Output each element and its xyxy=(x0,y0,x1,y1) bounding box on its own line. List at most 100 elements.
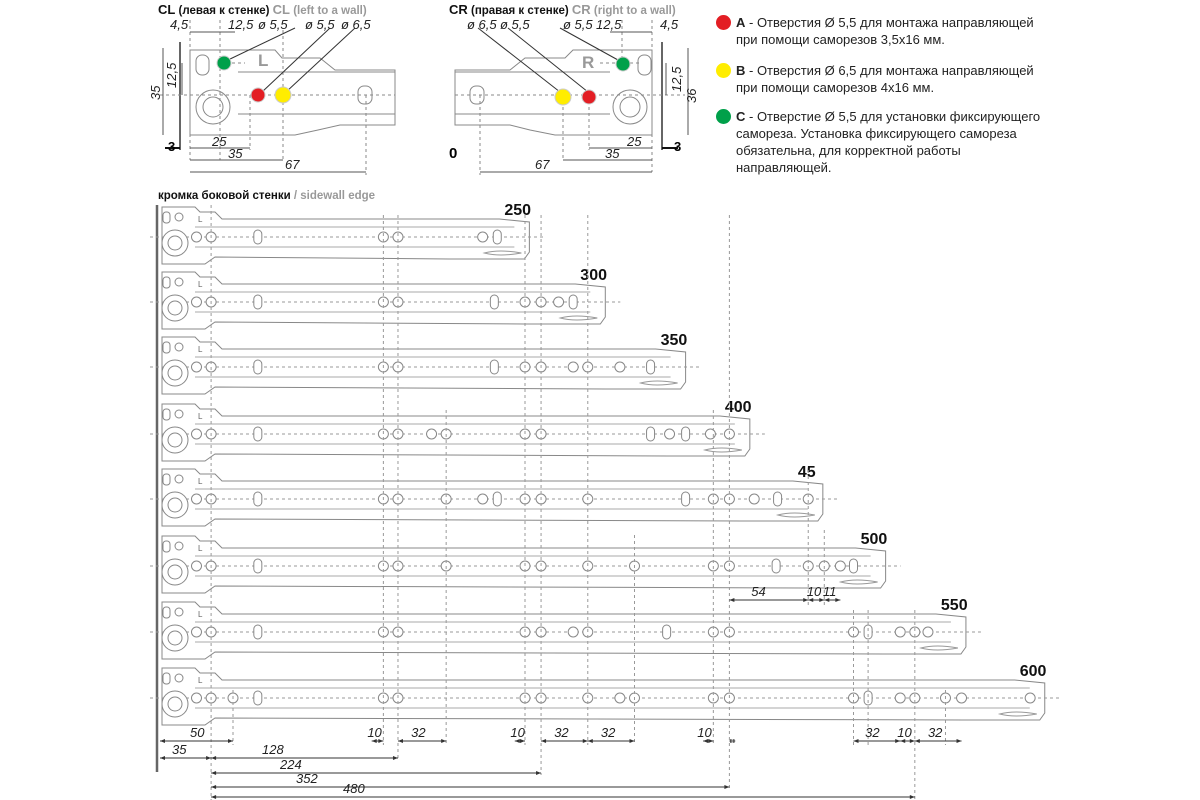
slot-hole xyxy=(162,408,171,421)
dim-label: 352 xyxy=(296,771,318,786)
dim-label: 67 xyxy=(285,157,300,172)
rail-45: L45 xyxy=(150,464,838,527)
dim-label: 32 xyxy=(554,725,569,740)
arrow-icon xyxy=(808,598,825,602)
cr-title: CR (правая к стенке) CR (right to a wall… xyxy=(449,2,676,17)
dim-label: 224 xyxy=(279,757,302,772)
arrow-icon xyxy=(703,739,714,743)
oval-hole xyxy=(646,359,656,375)
rail-side-letter: L xyxy=(198,676,203,685)
rail-slot xyxy=(918,645,959,651)
rail-slot xyxy=(638,380,678,386)
mount-hole xyxy=(567,626,579,638)
roller-icon xyxy=(161,294,189,322)
roller-inner xyxy=(167,365,183,381)
legend-text: - Отверстия Ø 5,5 для монтажа направляющ… xyxy=(736,15,1034,47)
rail-side-letter: L xyxy=(198,345,203,354)
mount-hole xyxy=(191,692,202,704)
dim-label: 4,5 xyxy=(170,17,189,32)
slot-hole xyxy=(162,341,171,354)
dim-label: 32 xyxy=(928,725,943,740)
oval-hole xyxy=(492,229,502,245)
mount-hole xyxy=(191,493,202,505)
dim-label: 3 xyxy=(674,139,681,154)
mount-hole xyxy=(834,560,846,572)
dim-label: 50 xyxy=(190,725,205,740)
mount-hole xyxy=(553,296,565,308)
mount-hole xyxy=(894,626,906,638)
mount-hole xyxy=(567,361,579,373)
roller-inner xyxy=(167,432,183,448)
oval-hole xyxy=(849,558,858,574)
dim-label: 35 xyxy=(148,85,163,100)
mount-hole xyxy=(191,626,202,638)
oval-hole xyxy=(253,229,263,245)
roller-inner xyxy=(167,564,183,580)
oval-hole xyxy=(681,426,691,442)
legend-letter: B xyxy=(736,63,746,78)
mount-hole xyxy=(664,428,676,440)
roller-inner xyxy=(167,300,183,316)
dim-label: 12,5 xyxy=(669,66,684,92)
fix-hole xyxy=(174,673,184,683)
mount-hole xyxy=(191,428,202,440)
dim-label: 32 xyxy=(411,725,426,740)
dim-label: ø 6,5 xyxy=(341,17,371,32)
rail-length-label: 500 xyxy=(861,531,888,548)
oval-hole xyxy=(253,426,263,442)
roller-icon xyxy=(161,359,189,387)
fix-hole xyxy=(174,607,184,617)
slot-hole xyxy=(162,540,171,553)
rail-length-label: 45 xyxy=(798,464,816,481)
oval-hole xyxy=(253,624,263,640)
mount-hole xyxy=(922,626,934,638)
legend-item-a: A - Отверстия Ø 5,5 для монтажа направля… xyxy=(716,14,1056,48)
oval-hole xyxy=(773,491,783,507)
mount-hole xyxy=(614,692,626,704)
cl-detail xyxy=(160,20,396,175)
arrow-icon xyxy=(853,739,901,743)
roller-inner xyxy=(167,235,183,251)
roller-inner xyxy=(167,696,183,712)
arrow-icon xyxy=(397,739,447,743)
arrow-icon xyxy=(900,739,915,743)
mount-hole xyxy=(1024,692,1036,704)
dim-label: 3 xyxy=(168,139,175,154)
dim-label: 35 xyxy=(228,146,243,161)
dim-label: 25 xyxy=(211,134,227,149)
mount-hole xyxy=(704,428,716,440)
dim-label: ø 5,5 xyxy=(305,17,335,32)
oval-hole xyxy=(253,359,263,375)
rail-outline xyxy=(161,601,967,660)
dim-label: 67 xyxy=(535,157,550,172)
slot-hole xyxy=(162,606,171,619)
rail-side-letter: L xyxy=(198,544,203,553)
rail-outline xyxy=(161,271,606,330)
oval-hole xyxy=(662,624,672,640)
oval-hole xyxy=(568,294,578,310)
legend-item-c: C - Отверстие Ø 5,5 для установки фиксир… xyxy=(716,108,1056,176)
arrow-icon xyxy=(371,739,384,743)
dim-label: ø 5,5 xyxy=(500,17,530,32)
dim-label: 25 xyxy=(626,134,642,149)
fix-hole xyxy=(174,474,184,484)
rail-length-label: 400 xyxy=(725,399,752,416)
oval-hole xyxy=(253,690,263,706)
fix-hole xyxy=(174,541,184,551)
rail-slot xyxy=(558,315,598,321)
mount-hole xyxy=(477,231,489,243)
rail-slot xyxy=(838,579,878,585)
legend-letter: C xyxy=(736,109,746,124)
dim-label: 10 xyxy=(897,725,912,740)
legend-letter: A xyxy=(736,15,746,30)
dim-label: 35 xyxy=(605,146,620,161)
roller-icon xyxy=(161,558,189,586)
arrow-icon xyxy=(824,598,841,602)
cr-detail xyxy=(454,20,689,175)
dim-label: 128 xyxy=(262,742,284,757)
fix-hole xyxy=(174,212,184,222)
